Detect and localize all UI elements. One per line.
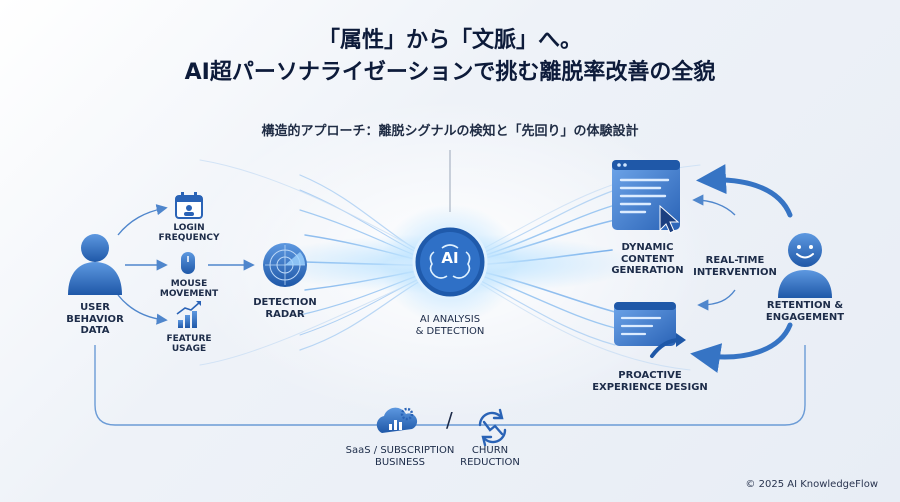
radar-icon (263, 243, 307, 287)
label-mouse-movement: MOUSE MOVEMENT (159, 279, 219, 300)
cursor-icon (659, 204, 680, 234)
feedback-loop-line (94, 345, 806, 426)
separator-slash: / (446, 408, 453, 432)
ai-brain-icon (412, 224, 488, 300)
copyright-notice: © 2025 AI KnowledgeFlow (745, 479, 878, 490)
inner-arrows (692, 194, 736, 311)
label-feature-usage: FEATURE USAGE (166, 334, 212, 355)
label-saas-business: SaaS / SUBSCRIPTION BUSINESS (345, 445, 455, 468)
input-branch-arrows (117, 204, 255, 325)
cloud-gear-icon (376, 407, 418, 433)
mouse-icon (181, 252, 195, 274)
page-subtitle: 構造的アプローチ：離脱シグナルの検知と「先回り」の体験設計 (261, 124, 639, 139)
page-title-line1: 「属性」から「文脈」へ。 (317, 28, 582, 53)
return-arrows (690, 164, 793, 373)
user-icon (68, 234, 122, 295)
label-dynamic-content: DYNAMIC CONTENT GENERATION (611, 242, 684, 276)
label-real-time-intervention: REAL-TIME INTERVENTION (693, 255, 777, 278)
churn-refresh-icon (478, 408, 507, 447)
label-detection-radar: DETECTION RADAR (253, 297, 317, 320)
calendar-icon (175, 192, 203, 219)
label-churn-reduction: CHURN REDUCTION (460, 445, 520, 468)
bar-chart-icon (176, 301, 201, 328)
smiley-user-icon (778, 233, 832, 298)
label-proactive-experience: PROACTIVE EXPERIENCE DESIGN (592, 370, 708, 393)
label-ai-analysis: AI ANALYSIS & DETECTION (415, 314, 485, 337)
proactive-window-icon (614, 302, 686, 358)
label-user-behavior: USER BEHAVIOR DATA (66, 302, 124, 336)
ai-badge-text: AI (441, 249, 459, 267)
page-title-line2: AI超パーソナライゼーションで挑む離脱率改善の全貌 (184, 60, 716, 85)
label-login-frequency: LOGIN FREQUENCY (158, 223, 220, 244)
label-retention: RETENTION & ENGAGEMENT (765, 300, 845, 323)
